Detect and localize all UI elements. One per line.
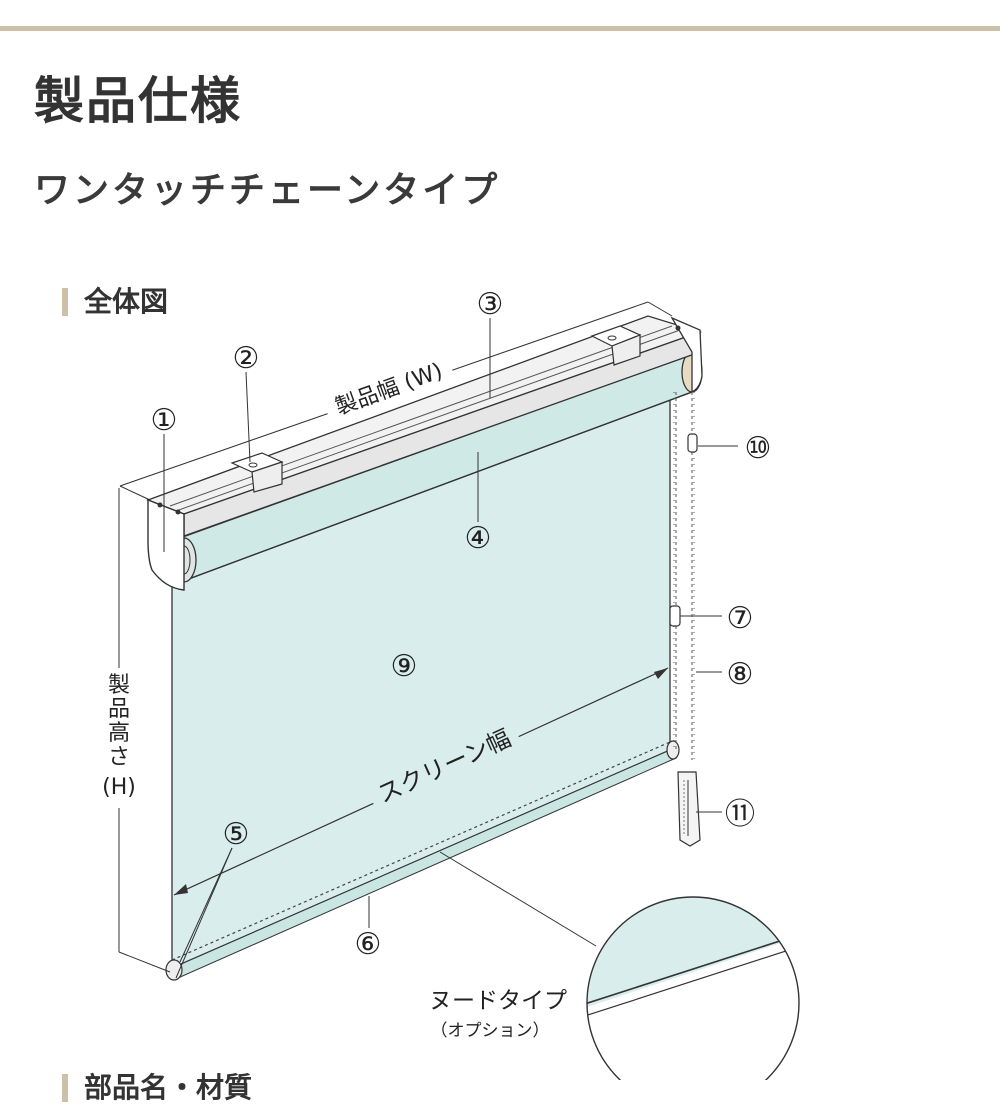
nude-type-magnifier	[586, 896, 800, 1080]
nude-type-label: ヌードタイプ	[429, 988, 567, 1014]
leader-lines	[163, 318, 738, 979]
callout-5: ⑤	[223, 817, 250, 852]
product-height-char-2: 品	[108, 697, 130, 722]
callout-10: ⑩	[745, 431, 772, 466]
callout-2: ②	[233, 341, 260, 376]
chain-stopper-lower	[669, 605, 681, 627]
hem-dashed-line	[171, 741, 671, 961]
top-rule	[0, 26, 1000, 31]
callout-6: ⑥	[355, 927, 382, 962]
callout-8: ⑧	[727, 657, 754, 692]
section-heading-parts: 部品名・材質	[62, 1074, 252, 1102]
product-height-char-3: 高	[108, 721, 130, 746]
ball-chain	[673, 392, 695, 760]
callout-3: ③	[477, 287, 504, 322]
mounting-clip-right	[590, 325, 642, 366]
mounting-clip-left	[230, 452, 284, 493]
callout-7: ⑦	[727, 601, 754, 636]
callout-1: ①	[151, 403, 178, 438]
section-heading-overview: 全体図	[62, 288, 168, 316]
bottom-bar-cap-right	[666, 740, 680, 760]
nude-type-option: （オプション）	[431, 1021, 550, 1041]
product-height-char-1: 製	[108, 673, 130, 698]
roller-blind-diagram: ① ② ③ ④ ⑨ ⑤ ⑥ ⑩ ⑦ ⑧ ⑪ 製品幅 (W) 製 品 高 さ (H…	[100, 287, 800, 1080]
callout-9: ⑨	[391, 649, 418, 684]
page-title: 製品仕様	[34, 72, 242, 130]
callout-4: ④	[465, 521, 492, 556]
chain-stopper-upper	[687, 433, 698, 453]
end-bracket-right	[670, 316, 703, 394]
product-height-char-4: さ	[108, 745, 130, 770]
page-subtitle: ワンタッチチェーンタイプ	[34, 170, 501, 211]
callout-11: ⑪	[725, 797, 755, 832]
product-height-unit: (H)	[102, 775, 136, 800]
chain-weight	[677, 771, 701, 847]
end-bracket-left	[147, 498, 185, 591]
